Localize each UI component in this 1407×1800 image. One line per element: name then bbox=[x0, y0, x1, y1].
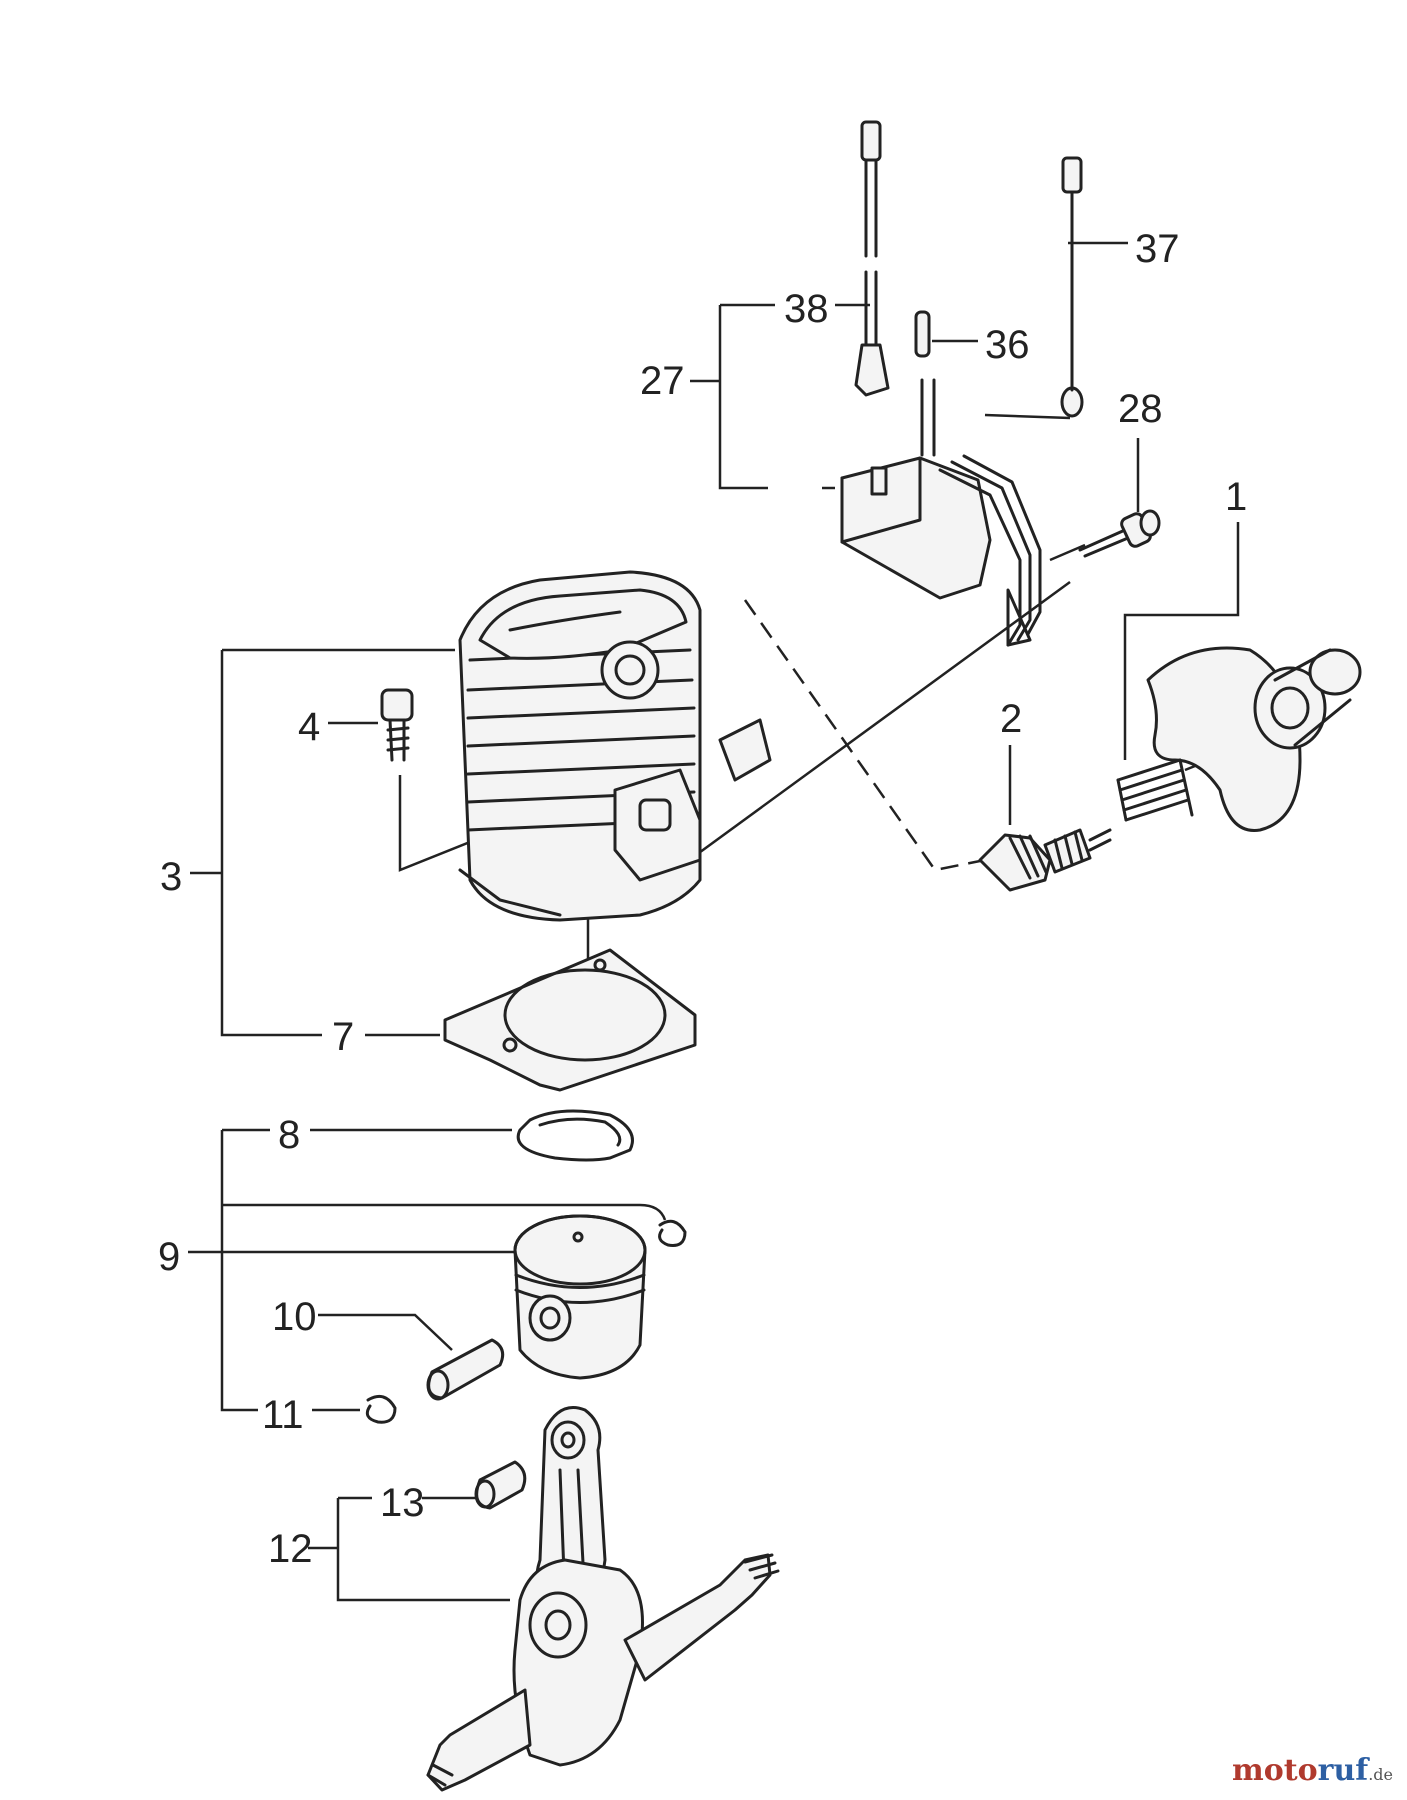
callout-13: 13 bbox=[380, 1481, 425, 1525]
callout-29: 37 bbox=[1135, 227, 1180, 271]
ignition-module-part-38 bbox=[840, 454, 1042, 647]
spark-plug-part-2 bbox=[978, 828, 1112, 892]
piston-ring-part-8 bbox=[516, 1109, 634, 1162]
cylinder-gasket-part-7 bbox=[443, 948, 697, 1092]
bolt-part-4 bbox=[380, 688, 414, 762]
pin-part-36 bbox=[914, 310, 936, 457]
circlip-right bbox=[658, 1219, 687, 1247]
screw-part-28 bbox=[1078, 509, 1161, 558]
cylinder-part-3 bbox=[458, 570, 772, 922]
muffler-part-1 bbox=[1146, 646, 1362, 832]
circlip-part-11 bbox=[365, 1394, 397, 1424]
callout-12: 12 bbox=[268, 1527, 313, 1571]
spring bbox=[1116, 758, 1194, 822]
callout-10: 10 bbox=[272, 1295, 317, 1339]
callout-2: 2 bbox=[1000, 697, 1022, 741]
leader-lines bbox=[188, 241, 1240, 1602]
callout-27: 27 bbox=[640, 359, 685, 403]
callout-3: 3 bbox=[160, 855, 182, 899]
callout-8: 8 bbox=[278, 1113, 300, 1157]
ignition-lead-part-37 bbox=[854, 120, 890, 397]
piston-pin-part-10 bbox=[426, 1338, 505, 1401]
ground-lead-part-29 bbox=[1060, 156, 1084, 418]
piston-part-9 bbox=[513, 1214, 647, 1380]
callout-36: 36 bbox=[985, 323, 1030, 367]
callout-28: 28 bbox=[1118, 387, 1163, 431]
callout-4: 4 bbox=[298, 705, 320, 749]
callout-9: 9 bbox=[158, 1235, 180, 1279]
callout-11: 11 bbox=[262, 1393, 304, 1437]
callout-1: 1 bbox=[1225, 475, 1247, 519]
callout-37: 38 bbox=[784, 287, 829, 331]
callout-7: 7 bbox=[332, 1015, 354, 1059]
crankshaft-part-12 bbox=[426, 1406, 780, 1792]
watermark-logo: motoruf.de bbox=[1232, 1753, 1393, 1788]
needle-bearing-part-13 bbox=[474, 1460, 527, 1510]
